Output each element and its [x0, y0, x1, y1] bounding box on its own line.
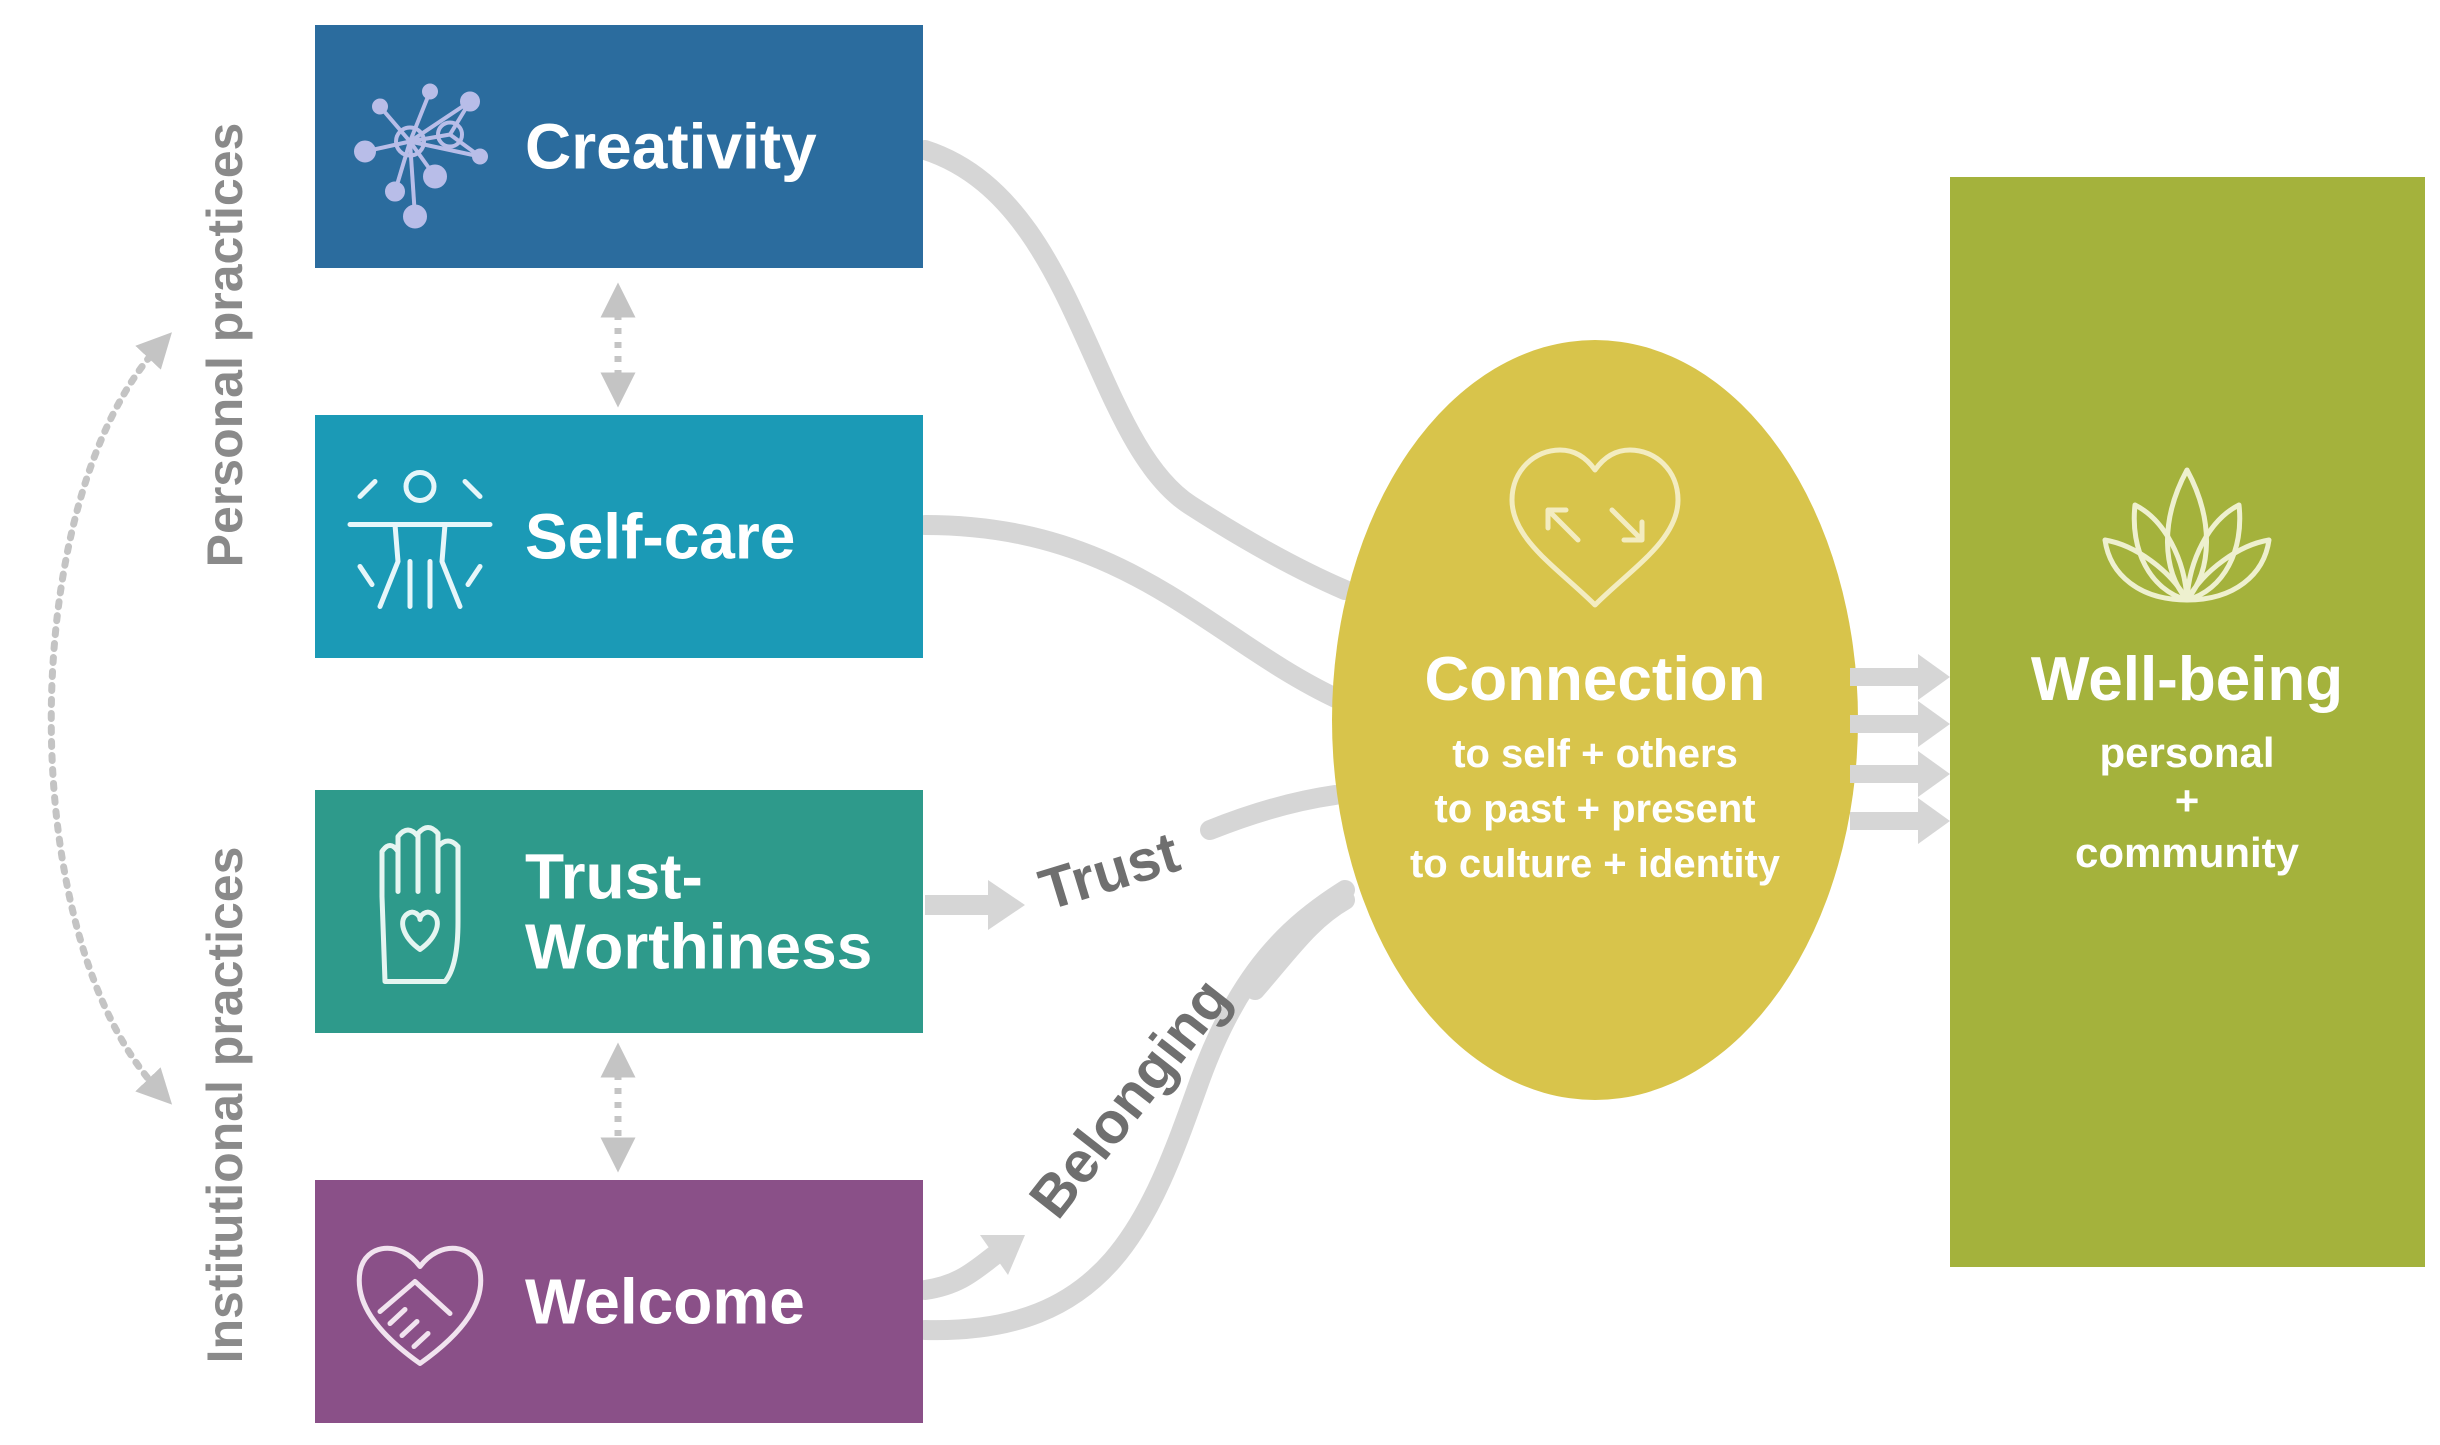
wellbeing-arrow-shaft — [1850, 812, 1922, 830]
wellbeing-arrow-shaft — [1850, 715, 1922, 733]
wellbeing-arrow-head — [1918, 798, 1950, 844]
hand-heart-icon — [379, 825, 461, 984]
wellbeing-line-3: community — [2075, 829, 2300, 876]
wellbeing-node: Well-being personal + community — [1950, 177, 2425, 1267]
trust-worthiness-label-1: Trust- — [525, 841, 703, 913]
self-care-box-group: Self-care — [315, 415, 923, 658]
wellbeing-arrow-head — [1918, 701, 1950, 747]
connection-node: Connection to self + others to past + pr… — [1332, 340, 1858, 1100]
trust-worthiness-box-group: Trust-Worthiness — [315, 790, 923, 1033]
flow-creativity — [915, 140, 1355, 600]
practices-link-arrow — [47, 332, 173, 1105]
lotus-icon — [2102, 467, 2272, 603]
belonging-flow-label: Belonging — [1017, 966, 1243, 1229]
trust-arrow-head — [988, 880, 1025, 930]
flow-welcome-lower — [915, 880, 1355, 1341]
welcome-upper-arrow-head — [980, 1235, 1025, 1275]
welcome-label: Welcome — [525, 1266, 805, 1338]
institutional-practices-label: Institutional practices — [197, 847, 253, 1364]
flow-trust-out — [1200, 785, 1345, 840]
trust-flow-label: Trust — [1032, 820, 1187, 924]
wellbeing-line-1: personal — [2099, 729, 2274, 776]
trust-arrow-shaft — [925, 895, 990, 915]
wellbeing-title: Well-being — [2031, 645, 2343, 714]
person-stretch-icon — [347, 470, 493, 609]
self-care-label: Self-care — [525, 501, 795, 573]
self-care-box — [315, 415, 923, 658]
welcome-upper-arrow-shaft — [915, 1245, 1005, 1300]
connection-line-1: to self + others — [1452, 732, 1738, 776]
handshake-heart-icon — [356, 1245, 484, 1366]
welcome-box — [315, 1180, 923, 1423]
creativity-box-group: Creativity — [315, 25, 923, 268]
wellbeing-arrow-head — [1918, 654, 1950, 700]
connection-title: Connection — [1425, 645, 1766, 714]
trust-worthiness-label-2: Worthiness — [525, 911, 872, 983]
practice-boxes: CreativitySelf-careTrust-WorthinessWelco… — [315, 25, 923, 1423]
welcome-box-group: Welcome — [315, 1180, 923, 1423]
wellbeing-line-2: + — [2175, 777, 2200, 824]
wellbeing-arrow-shaft — [1850, 668, 1922, 686]
wellbeing-arrow-shaft — [1850, 765, 1922, 783]
heart-arrows-icon — [1509, 447, 1681, 608]
network-icon — [354, 83, 488, 229]
connection-line-2: to past + present — [1434, 787, 1755, 831]
flow-selfcare — [915, 515, 1350, 710]
wellbeing-arrows — [1850, 654, 1950, 844]
personal-practices-label: Personal practices — [197, 123, 253, 568]
wellbeing-box — [1950, 177, 2425, 1267]
wellbeing-arrow-head — [1918, 751, 1950, 797]
creativity-label: Creativity — [525, 111, 817, 183]
connection-line-3: to culture + identity — [1410, 842, 1781, 886]
connection-ellipse — [1332, 340, 1858, 1100]
